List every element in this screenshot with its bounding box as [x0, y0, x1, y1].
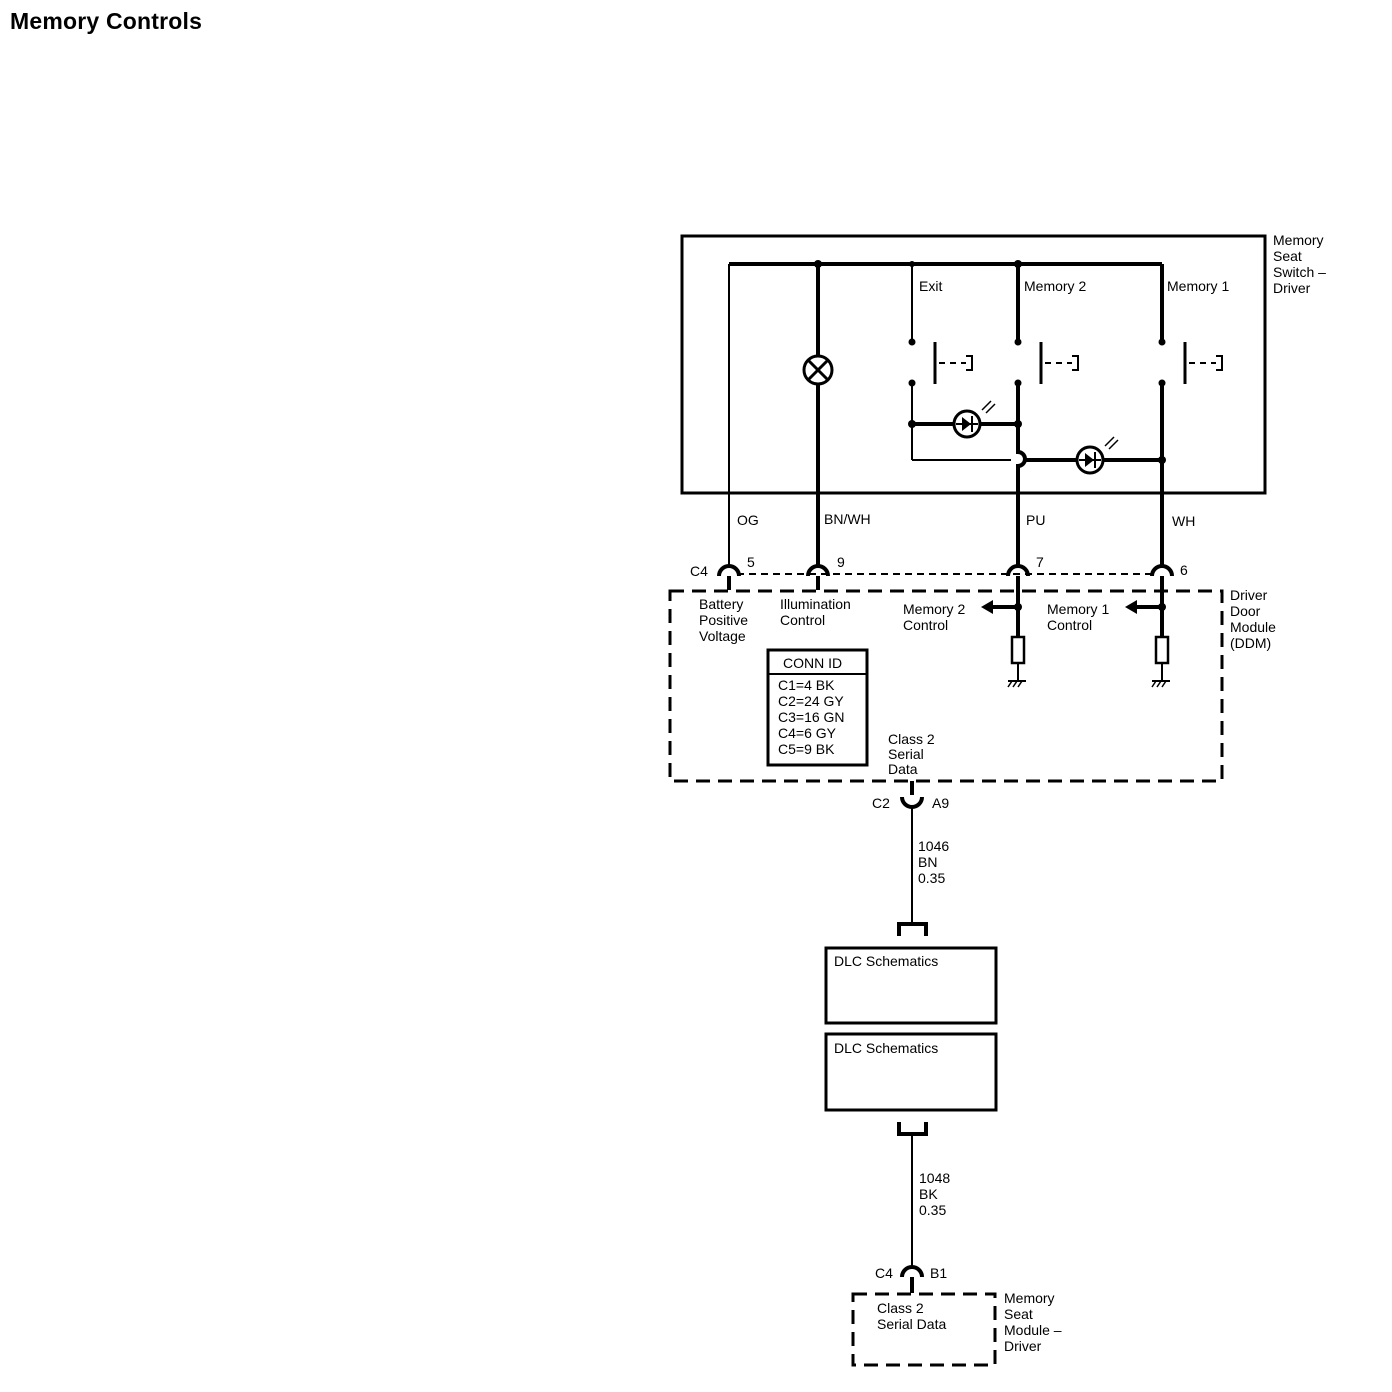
pin-9-label: 9: [837, 554, 845, 570]
memory-1-control-input: [1125, 600, 1170, 688]
pin-b1-icon: [900, 1265, 924, 1278]
memory-1-switch: [1158, 264, 1223, 568]
memory-2-control-input: [981, 600, 1026, 688]
conn-id-row: C1=4 BK: [778, 677, 835, 693]
pin-5-icon: [717, 564, 741, 577]
arrow-left-icon: [1125, 600, 1137, 614]
memory-seat-switch-label-1: Memory: [1273, 232, 1324, 248]
wire-og-label: OG: [737, 512, 759, 528]
memory-2-led-icon: [952, 400, 996, 439]
connector-c4-top: C4 5 9 7 6: [690, 554, 1188, 579]
dlc-connector-top-icon: [897, 922, 928, 936]
memory-seat-switch-label-2: Seat: [1273, 248, 1302, 264]
pin-6-label: 6: [1180, 562, 1188, 578]
connector-c4-bottom-pin: B1: [930, 1265, 947, 1281]
pin-7-icon: [1006, 564, 1030, 577]
pin-5-label: 5: [747, 554, 755, 570]
ground-icon: [1151, 680, 1170, 688]
class-2-label-2: Serial: [888, 746, 924, 762]
wire-1048-gauge: 0.35: [919, 1202, 946, 1218]
memory-seat-switch-box: [680, 234, 1267, 495]
wire-1048-circuit: 1048: [919, 1170, 950, 1186]
dlc-schematics-label: DLC Schematics: [834, 953, 938, 969]
page-title: Memory Controls: [10, 8, 203, 34]
pin-a9-icon: [900, 796, 924, 809]
conn-id-table: CONN ID C1=4 BK C2=24 GY C3=16 GN C4=6 G…: [766, 648, 869, 767]
battery-label-2: Positive: [699, 612, 748, 628]
pulldown-resistor-icon: [1010, 635, 1026, 665]
illumination-label-1: Illumination: [780, 596, 851, 612]
driver-door-module: Battery Positive Voltage Illumination Co…: [668, 576, 1276, 783]
memory-2-control-label-2: Control: [903, 617, 948, 633]
junction-dot: [1158, 456, 1166, 464]
conn-id-row: C3=16 GN: [778, 709, 845, 725]
memory-1-control-label-2: Control: [1047, 617, 1092, 633]
connector-c2: C2 A9: [872, 781, 949, 811]
memory-2-control-label-1: Memory 2: [903, 601, 965, 617]
wire-wh-label: WH: [1172, 513, 1195, 529]
memory-seat-module-dashed-box: [851, 1292, 997, 1367]
ground-icon: [1007, 680, 1026, 688]
ddm-label-4: (DDM): [1230, 635, 1271, 651]
arrow-left-icon: [981, 600, 993, 614]
memory-seat-switch-label-3: Switch –: [1273, 264, 1326, 280]
dlc-schematics-box-2[interactable]: DLC Schematics: [824, 1032, 998, 1112]
connector-c2-pin: A9: [932, 795, 949, 811]
dlc-connector-bottom-icon: [897, 1122, 928, 1136]
memory-2-switch-label: Memory 2: [1024, 278, 1086, 294]
pin-9-icon: [806, 564, 830, 577]
ddm-label-1: Driver: [1230, 587, 1268, 603]
battery-label-3: Voltage: [699, 628, 746, 644]
pulldown-resistor-icon: [1154, 635, 1170, 665]
conn-id-row: C2=24 GY: [778, 693, 844, 709]
dlc-schematics-label: DLC Schematics: [834, 1040, 938, 1056]
wire-1046-color: BN: [918, 854, 937, 870]
wire-1046-gauge: 0.35: [918, 870, 945, 886]
wire-1048-color: BK: [919, 1186, 938, 1202]
memory-seat-module-label-3: Module –: [1004, 1322, 1062, 1338]
wire-pu-label: PU: [1026, 512, 1045, 528]
class-2-label-1: Class 2: [888, 731, 935, 747]
conn-id-row: C5=9 BK: [778, 741, 835, 757]
pin-7-label: 7: [1036, 554, 1044, 570]
memory-seat-switch-label-4: Driver: [1273, 280, 1311, 296]
ddm-label-2: Door: [1230, 603, 1261, 619]
memory-seat-switch: Exit Memory 2 Memory 1 Memory Seat Switc…: [680, 232, 1326, 568]
memory-seat-module-inner-1: Class 2: [877, 1300, 924, 1316]
class-2-label-3: Data: [888, 761, 918, 777]
illumination-lamp-icon: [802, 354, 834, 386]
ddm-dashed-box: [668, 589, 1224, 783]
pin-6-icon: [1150, 564, 1174, 577]
memory-1-switch-label: Memory 1: [1167, 278, 1229, 294]
illumination-label-2: Control: [780, 612, 825, 628]
dlc-schematics-box-1[interactable]: DLC Schematics: [824, 946, 998, 1025]
wire-bnwh-label: BN/WH: [824, 511, 871, 527]
connector-c4-bottom-name: C4: [875, 1265, 893, 1281]
wire-1046-circuit: 1046: [918, 838, 949, 854]
memory-1-control-label-1: Memory 1: [1047, 601, 1109, 617]
connector-c4-top-name: C4: [690, 563, 708, 579]
connector-c4-bottom: C4 B1: [875, 1265, 947, 1293]
memory-seat-module-label-4: Driver: [1004, 1338, 1042, 1354]
exit-switch-label: Exit: [919, 278, 942, 294]
memory-1-led-icon: [1075, 436, 1119, 475]
memory-seat-module-inner-2: Serial Data: [877, 1316, 946, 1332]
connector-c2-name: C2: [872, 795, 890, 811]
memory-seat-module-label-2: Seat: [1004, 1306, 1033, 1322]
memory-2-switch: [1014, 264, 1079, 568]
ddm-label-3: Module: [1230, 619, 1276, 635]
battery-label-1: Battery: [699, 596, 743, 612]
memory-seat-module: Class 2 Serial Data Memory Seat Module –…: [851, 1290, 1062, 1367]
memory-seat-module-label-1: Memory: [1004, 1290, 1055, 1306]
junction-dot: [908, 420, 916, 428]
junction-dot: [1014, 420, 1022, 428]
conn-id-row: C4=6 GY: [778, 725, 837, 741]
conn-id-header: CONN ID: [783, 655, 842, 671]
